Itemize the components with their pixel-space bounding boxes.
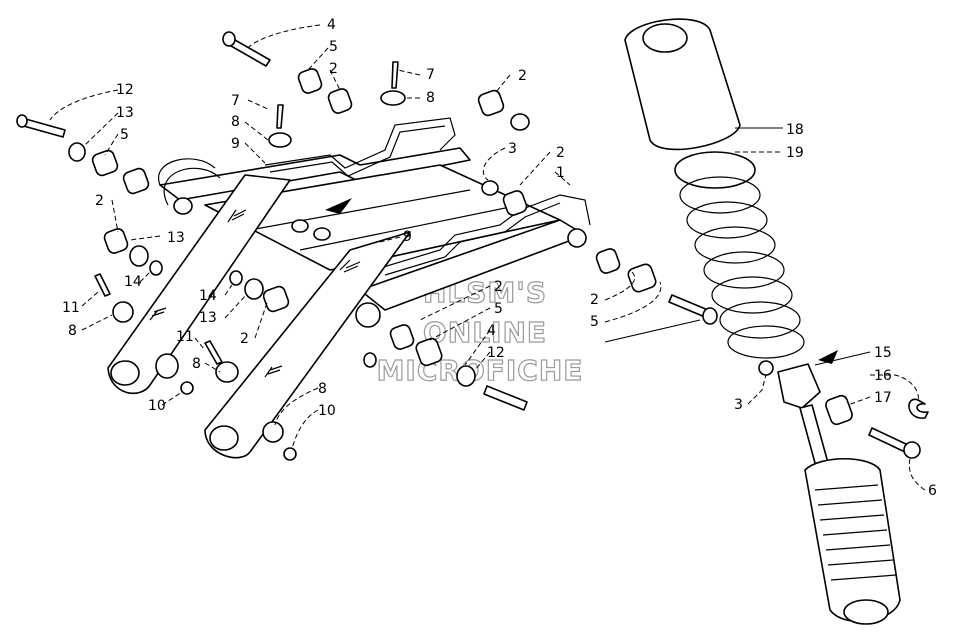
- callout-label: 9: [403, 229, 412, 245]
- callout-label: 6: [928, 483, 937, 499]
- callout-label: 8: [426, 90, 435, 106]
- callout-label: 13: [167, 230, 185, 246]
- callout-label: 3: [508, 141, 517, 157]
- callout-label: 11: [176, 329, 194, 345]
- callout-label: 1: [556, 165, 565, 181]
- callout-label: 8: [192, 356, 201, 372]
- callout-numbers: 4 5 2 7 8 2 12 13 5 7 8 9 3 2 1 18 19 2 …: [62, 17, 937, 499]
- callout-label: 12: [116, 82, 134, 98]
- bellows-boot: [624, 18, 741, 151]
- callout-label: 2: [556, 145, 565, 161]
- callout-label: 8: [68, 323, 77, 339]
- callout-label: 5: [590, 314, 599, 330]
- callout-label: 16: [874, 368, 892, 384]
- leader-lines: [49, 24, 926, 491]
- callout-label: 5: [120, 127, 129, 143]
- callout-label: 7: [426, 67, 435, 83]
- rear-arm: [204, 231, 411, 459]
- callout-label: 11: [62, 300, 80, 316]
- callout-label: 14: [124, 274, 142, 290]
- watermark: HLSM'S ONLINE MICROFICHE: [376, 275, 584, 387]
- orientation-arrow-icon: [325, 198, 352, 214]
- callout-label: 4: [327, 17, 336, 33]
- bolt-top: [222, 31, 271, 67]
- callout-label: 14: [199, 288, 217, 304]
- watermark-line-2: ONLINE: [423, 316, 547, 349]
- callout-label: 13: [199, 310, 217, 326]
- callout-label: 18: [786, 122, 804, 138]
- hardware: [16, 31, 718, 461]
- callout-label: 5: [329, 39, 338, 55]
- callout-label: 13: [116, 105, 134, 121]
- callout-label: 8: [318, 381, 327, 397]
- callout-label: 2: [240, 331, 249, 347]
- callout-label: 3: [734, 397, 743, 413]
- callout-label: 19: [786, 145, 804, 161]
- coil-spring: [674, 151, 805, 359]
- callout-label: 4: [487, 323, 496, 339]
- callout-label: 2: [590, 292, 599, 308]
- shock-assembly: [624, 18, 929, 625]
- watermark-line-3: MICROFICHE: [377, 354, 584, 387]
- callout-label: 15: [874, 345, 892, 361]
- callout-label: 9: [231, 136, 240, 152]
- callout-label: 17: [874, 390, 892, 406]
- callout-label: 2: [95, 193, 104, 209]
- callout-label: 2: [494, 279, 503, 295]
- callout-label: 10: [318, 403, 336, 419]
- callout-label: 10: [148, 398, 166, 414]
- callout-label: 2: [329, 61, 338, 77]
- callout-label: 2: [518, 68, 527, 84]
- callout-label: 7: [231, 93, 240, 109]
- callout-label: 12: [487, 345, 505, 361]
- callout-label: 8: [231, 114, 240, 130]
- callout-label: 5: [494, 301, 503, 317]
- front-arm: [107, 174, 291, 395]
